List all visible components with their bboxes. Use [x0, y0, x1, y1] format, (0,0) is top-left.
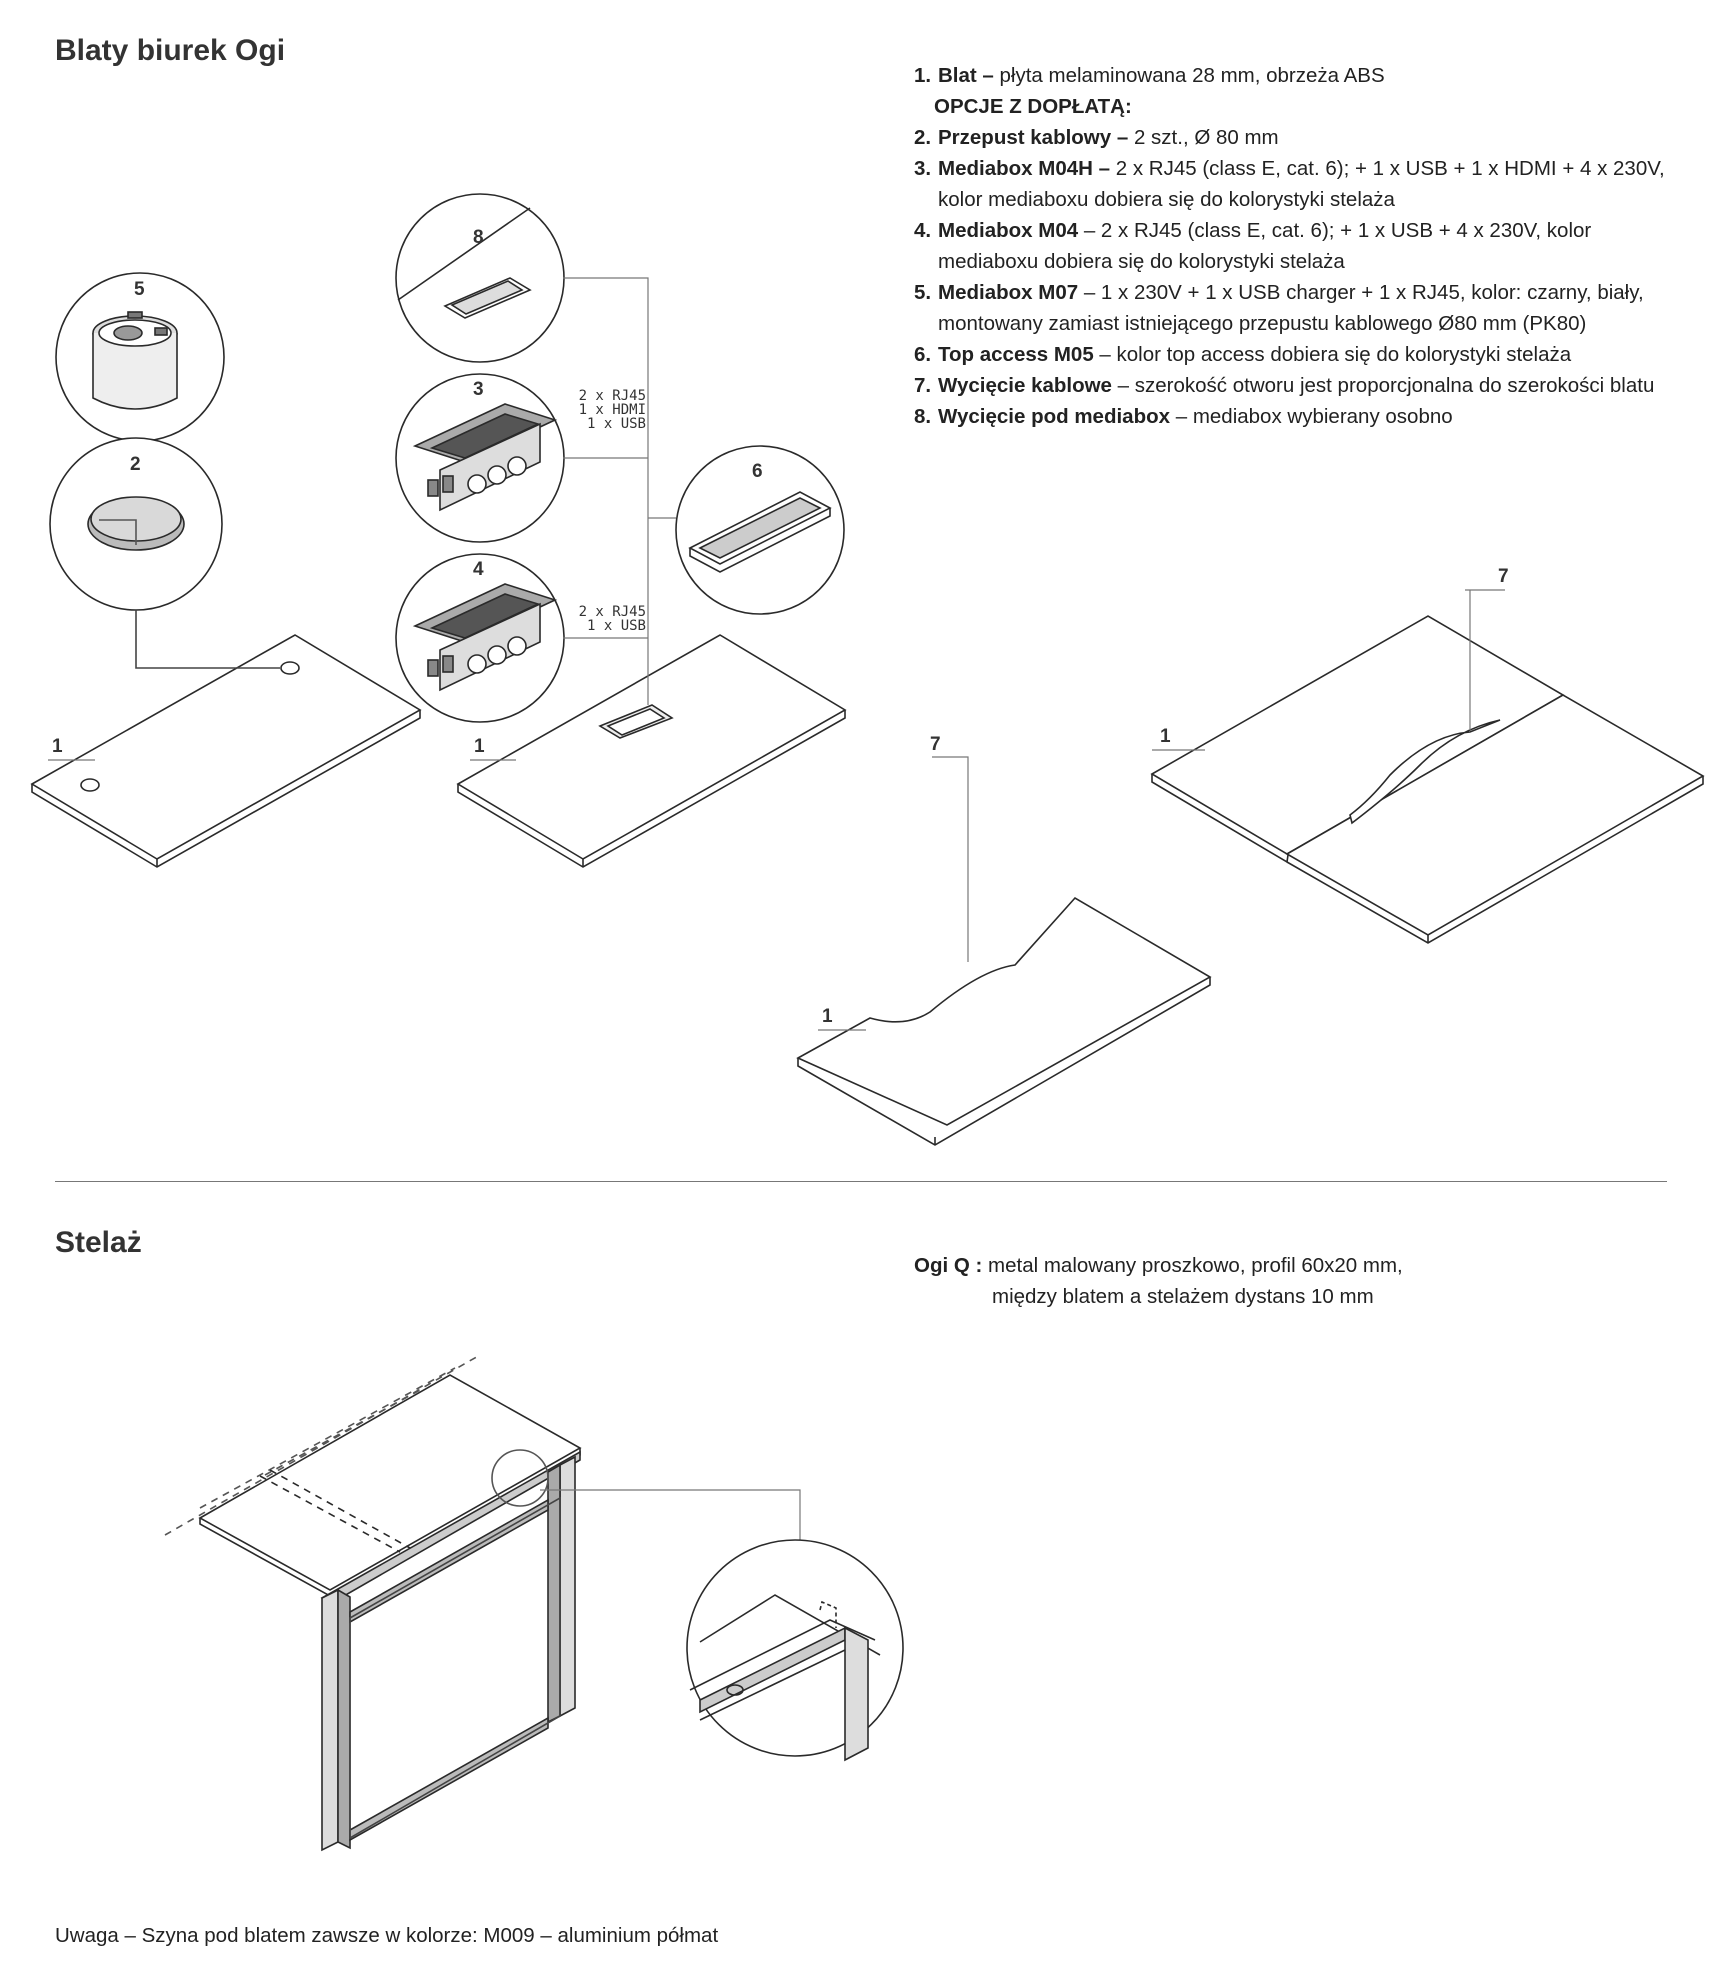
- spec-number: 4.: [914, 219, 932, 242]
- spec-text: – 2 x RJ45 (class E, cat. 6); + 1 x USB …: [938, 219, 1592, 273]
- frame-spec: Ogi Q : metal malowany proszkowo, profil…: [914, 1250, 1403, 1312]
- spec-number: 6.: [914, 343, 932, 366]
- spec-number: 8.: [914, 405, 932, 428]
- callout-5: 5: [134, 279, 145, 300]
- spec-text: płyta melaminowana 28 mm, obrzeża ABS: [993, 64, 1385, 87]
- spec-number: 5.: [914, 281, 932, 304]
- frame-spec-line-2: między blatem a stelażem dystans 10 mm: [992, 1285, 1374, 1308]
- spec-body: Blat – płyta melaminowana 28 mm, obrzeża…: [938, 60, 1684, 91]
- m04h-ports-line-2: 1 x HDMI: [579, 402, 646, 418]
- detail-mediabox-m07: [55, 272, 225, 442]
- m04h-ports-line-3: 1 x USB: [587, 416, 646, 432]
- spec-label: Blat –: [938, 64, 994, 87]
- spec-item: 8. Wycięcie pod mediabox – mediabox wybie…: [914, 401, 1684, 432]
- detail-cable-grommet: [49, 437, 223, 611]
- callout-7a: 7: [930, 734, 941, 755]
- spec-body: Top access M05 – kolor top access dobier…: [938, 339, 1684, 370]
- section-divider: [55, 1181, 1667, 1182]
- spec-text: – mediabox wybierany osobno: [1170, 405, 1453, 428]
- spec-item: 3. Mediabox M04H – 2 x RJ45 (class E, cat…: [914, 153, 1684, 215]
- callout-1b: 1: [474, 736, 485, 757]
- detail-mediabox-m04h: [395, 373, 565, 543]
- callout-1c: 1: [822, 1006, 833, 1027]
- detail-frame-rail: [686, 1539, 904, 1762]
- callout-1d: 1: [1160, 726, 1171, 747]
- spec-item: 2. Przepust kablowy – 2 szt., Ø 80 mm: [914, 122, 1684, 153]
- spec-item: 1. Blat – płyta melaminowana 28 mm, obrze…: [914, 60, 1684, 91]
- spec-item: 4. Mediabox M04 – 2 x RJ45 (class E, cat.…: [914, 215, 1684, 277]
- m04-ports-line-1: 2 x RJ45: [579, 604, 646, 620]
- spec-text: 2 x RJ45 (class E, cat. 6); + 1 x USB + …: [938, 157, 1665, 211]
- section-title-desks: Blaty biurek Ogi: [55, 34, 286, 67]
- callout-8: 8: [473, 227, 484, 248]
- section-title-frame: Stelaż: [55, 1226, 142, 1259]
- spec-label: Mediabox M07: [938, 281, 1079, 304]
- spec-item: 7. Wycięcie kablowe – szerokość otworu je…: [914, 370, 1684, 401]
- frame-spec-line-1: metal malowany proszkowo, profil 60x20 m…: [982, 1254, 1403, 1277]
- frame-spec-label: Ogi Q :: [914, 1254, 983, 1277]
- callout-1a: 1: [52, 736, 63, 757]
- desk-top-with-grommets: [30, 634, 422, 868]
- spec-number: 1.: [914, 64, 932, 87]
- spec-number: 3.: [914, 157, 932, 180]
- spec-body: Mediabox M04H – 2 x RJ45 (class E, cat. …: [938, 153, 1684, 215]
- spec-body: Mediabox M07 – 1 x 230V + 1 x USB charge…: [938, 277, 1684, 339]
- spec-label: Wycięcie pod mediabox: [938, 405, 1171, 428]
- spec-text: 2 szt., Ø 80 mm: [1128, 126, 1279, 149]
- spec-text: – szerokość otworu jest proporcjonalna d…: [1111, 374, 1655, 397]
- frame-illustration: [164, 1354, 904, 1852]
- spec-text: – 1 x 230V + 1 x USB charger + 1 x RJ45,…: [938, 281, 1644, 335]
- spec-body: Wycięcie pod mediabox – mediabox wybiera…: [938, 401, 1684, 432]
- spec-label: Mediabox M04H –: [938, 157, 1111, 180]
- spec-item: 5. Mediabox M07 – 1 x 230V + 1 x USB char…: [914, 277, 1684, 339]
- spec-options-label: OPCJE Z DOPŁATĄ:: [934, 95, 1132, 118]
- spec-body: Wycięcie kablowe – szerokość otworu jest…: [938, 370, 1684, 401]
- spec-number: 2.: [914, 126, 932, 149]
- spec-options-heading: OPCJE Z DOPŁATĄ:: [914, 91, 1684, 122]
- spec-text: – kolor top access dobiera się do kolory…: [1093, 343, 1572, 366]
- rail-color-note: Uwaga – Szyna pod blatem zawsze w kolorz…: [55, 1924, 719, 1947]
- spec-label: Przepust kablowy –: [938, 126, 1129, 149]
- frame-leg: [321, 1455, 576, 1852]
- detail-top-access-m05: [675, 445, 845, 615]
- spec-item: 6. Top access M05 – kolor top access dobi…: [914, 339, 1684, 370]
- desk-top-with-cable-cutout: [796, 896, 1212, 1146]
- callout-3: 3: [473, 379, 484, 400]
- m04h-ports-line-1: 2 x RJ45: [579, 388, 646, 404]
- spec-label: Wycięcie kablowe: [938, 374, 1112, 397]
- desk-illustrations: 1 1 1 1 2 3 4 5 6 7 7 8 2 x RJ45 1 x HDM…: [30, 193, 1705, 1146]
- detail-mediabox-cutout: [395, 193, 565, 363]
- spec-label: Top access M05: [938, 343, 1094, 366]
- spec-list: 1. Blat – płyta melaminowana 28 mm, obrze…: [914, 60, 1684, 432]
- callout-2: 2: [130, 454, 141, 475]
- desk-top-double-with-cable-cutout: [1150, 615, 1705, 944]
- detail-mediabox-m04: [395, 553, 565, 723]
- callout-7b: 7: [1498, 566, 1509, 587]
- spec-body: Przepust kablowy – 2 szt., Ø 80 mm: [938, 122, 1684, 153]
- callout-4: 4: [473, 559, 484, 580]
- spec-label: Mediabox M04: [938, 219, 1079, 242]
- desk-top-with-mediabox-cutout: [456, 634, 847, 868]
- callout-6: 6: [752, 461, 763, 482]
- m04-ports-line-2: 1 x USB: [587, 618, 646, 634]
- spec-number: 7.: [914, 374, 932, 397]
- spec-body: Mediabox M04 – 2 x RJ45 (class E, cat. 6…: [938, 215, 1684, 277]
